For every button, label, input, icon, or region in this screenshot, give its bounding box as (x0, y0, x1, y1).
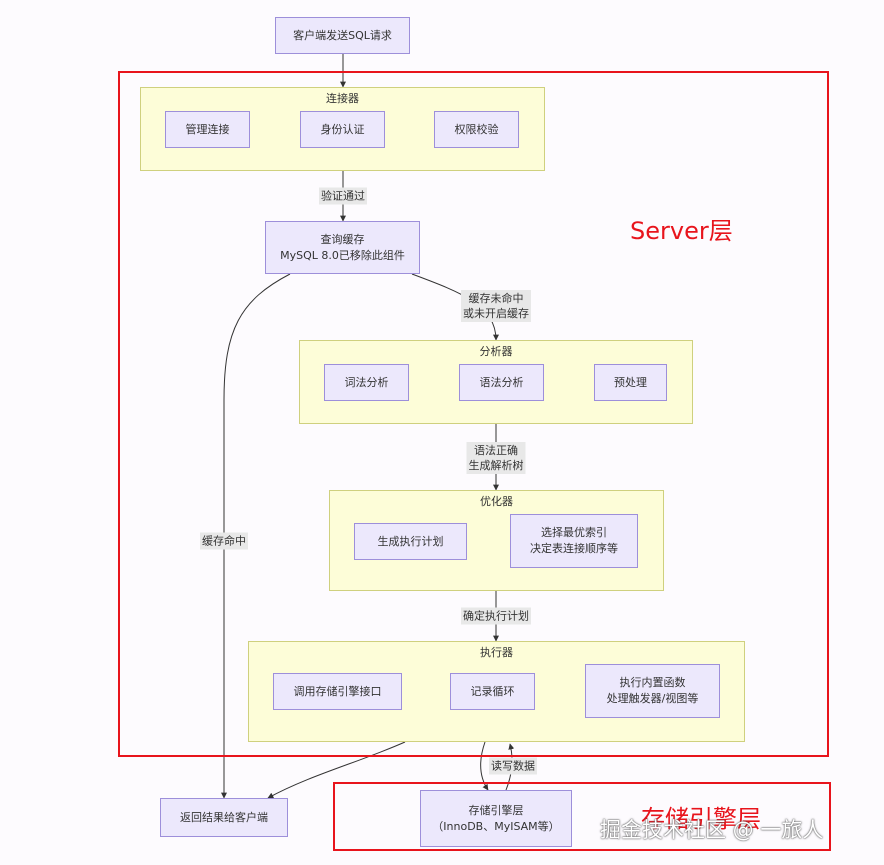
node-syntax: 语法分析 (459, 364, 544, 401)
edge-label-auth-passed: 验证通过 (319, 187, 367, 205)
edge-label-cache-hit: 缓存命中 (200, 532, 248, 550)
node-perm-check-label: 权限校验 (454, 122, 499, 136)
node-syntax-label: 语法分析 (479, 375, 524, 389)
node-preprocess: 预处理 (594, 364, 667, 401)
node-manage-conn-label: 管理连接 (185, 122, 230, 136)
node-gen-plan: 生成执行计划 (354, 523, 467, 560)
node-return-client-label: 返回结果给客户端 (180, 810, 268, 824)
node-record-loop: 记录循环 (450, 673, 535, 710)
server-layer-box (118, 71, 829, 757)
node-lexical: 词法分析 (324, 364, 409, 401)
node-client-request-label: 客户端发送SQL请求 (293, 28, 392, 42)
node-preprocess-label: 预处理 (614, 375, 647, 389)
node-exec-builtin-label: 执行内置函数 处理触发器/视图等 (606, 676, 699, 705)
node-choose-index-label: 选择最优索引 决定表连接顺序等 (530, 526, 618, 555)
edge-label-syntax-ok: 语法正确 生成解析树 (466, 442, 526, 474)
edge-label-read-write: 读写数据 (489, 757, 537, 775)
node-call-engine: 调用存储引擎接口 (273, 673, 402, 710)
edge-label-plan-decided: 确定执行计划 (461, 607, 531, 625)
server-layer-label: Server层 (630, 217, 733, 245)
group-analyzer-title: 分析器 (479, 345, 513, 358)
node-manage-conn: 管理连接 (165, 111, 250, 148)
node-exec-builtin: 执行内置函数 处理触发器/视图等 (585, 664, 720, 718)
edge-label-cache-miss: 缓存未命中 或未开启缓存 (461, 290, 531, 322)
node-query-cache-label: 查询缓存 MySQL 8.0已移除此组件 (280, 232, 405, 262)
group-executor-title: 执行器 (480, 646, 513, 659)
node-choose-index: 选择最优索引 决定表连接顺序等 (510, 514, 638, 568)
group-optimizer-title: 优化器 (480, 495, 513, 508)
node-storage-engine: 存储引擎层 （InnoDB、MyISAM等） (420, 790, 572, 847)
node-record-loop-label: 记录循环 (470, 684, 515, 698)
node-storage-engine-label: 存储引擎层 （InnoDB、MyISAM等） (432, 803, 560, 833)
storage-layer-label: 存储引擎层 (641, 805, 761, 833)
node-query-cache: 查询缓存 MySQL 8.0已移除此组件 (265, 221, 420, 274)
node-return-client: 返回结果给客户端 (160, 798, 288, 837)
node-client-request: 客户端发送SQL请求 (275, 17, 410, 54)
node-perm-check: 权限校验 (434, 111, 519, 148)
storage-layer-box (333, 782, 831, 851)
node-call-engine-label: 调用存储引擎接口 (293, 684, 382, 698)
watermark-text: 掘金技术社区 @ 一旅人 (600, 818, 824, 842)
node-identity-auth: 身份认证 (300, 111, 385, 148)
edge-cache-hit (221, 273, 291, 799)
group-connector-title: 连接器 (326, 92, 359, 105)
edge-executor-to-return (267, 741, 406, 799)
edge-executor-to-storage (480, 741, 489, 791)
node-gen-plan-label: 生成执行计划 (377, 534, 444, 548)
node-lexical-label: 词法分析 (344, 375, 389, 389)
node-identity-auth-label: 身份认证 (320, 122, 365, 136)
